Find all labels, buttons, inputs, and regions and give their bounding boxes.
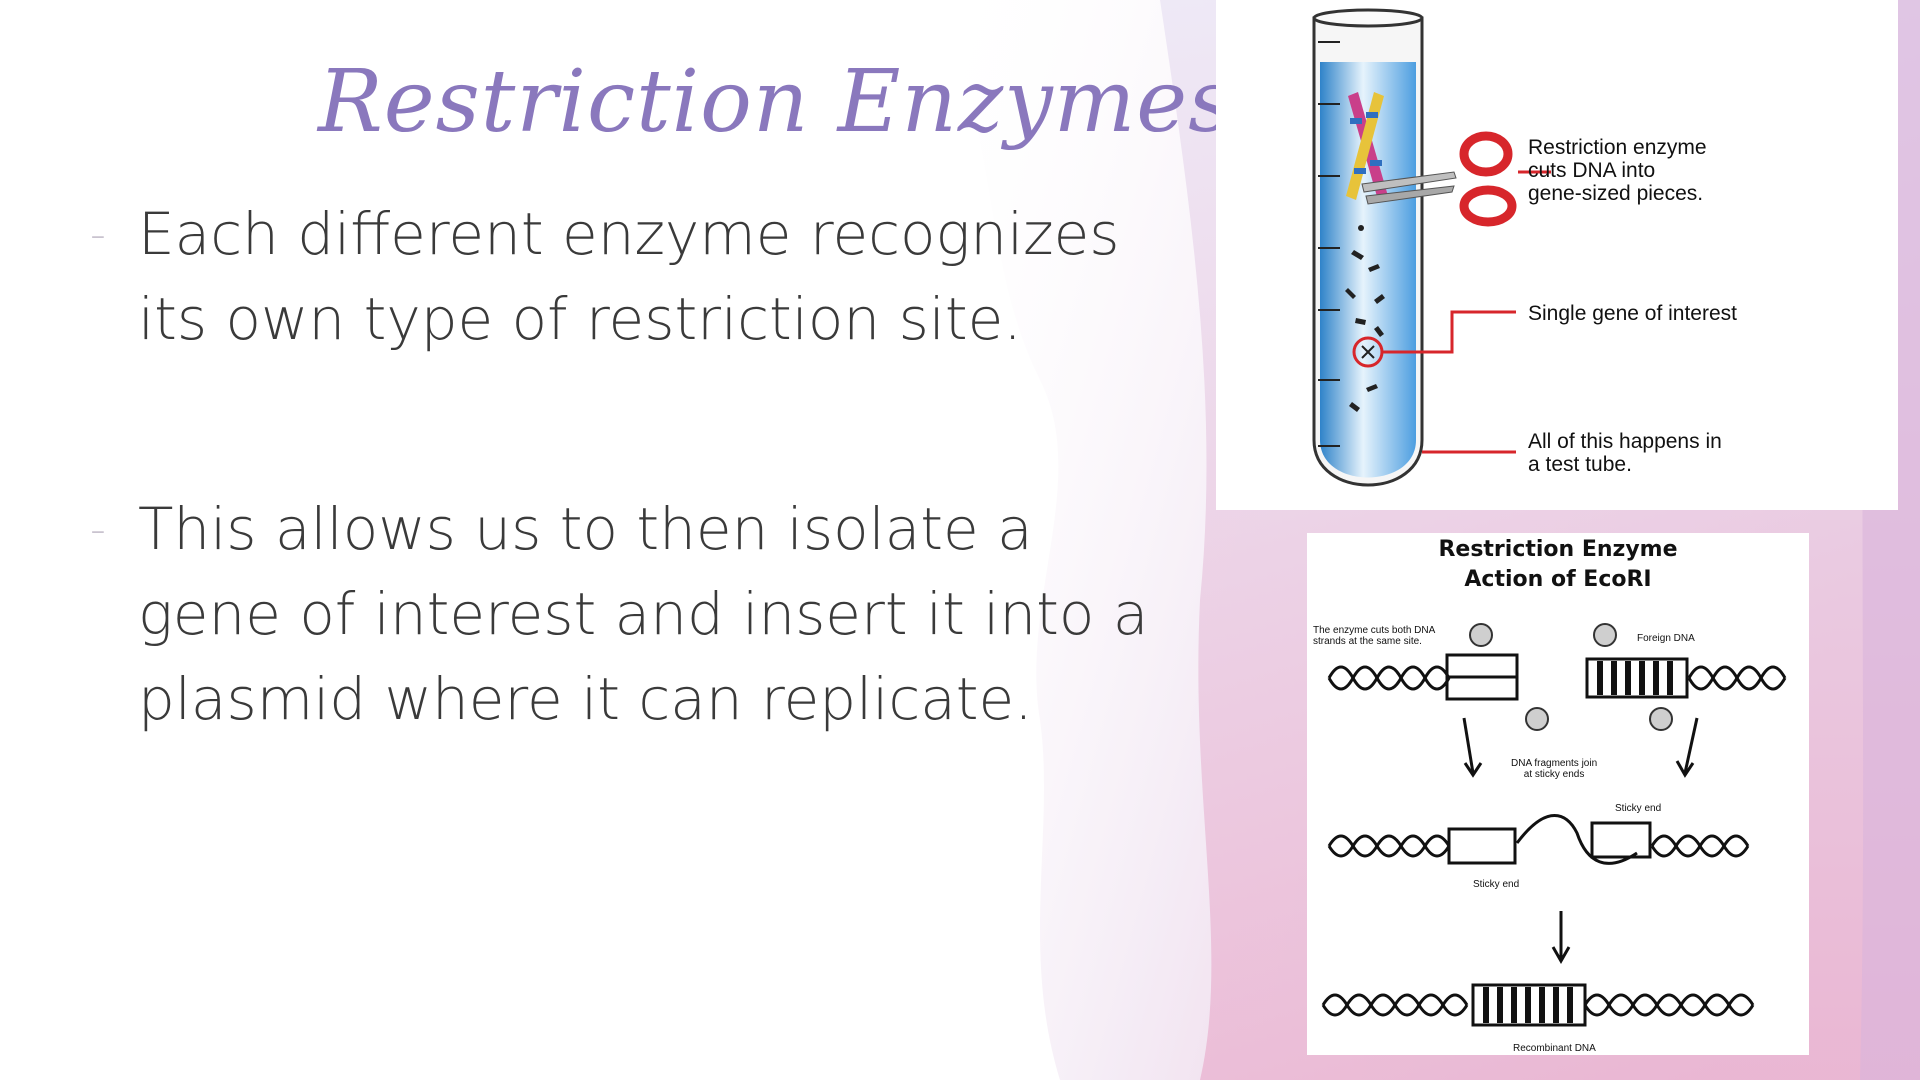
ecori-title-line2: Action of EcoRI xyxy=(1464,567,1652,592)
bullet-marker: - xyxy=(90,209,106,260)
label-gene: Single gene of interest xyxy=(1528,302,1737,325)
test-tube-figure: Restriction enzyme cuts DNA into gene-si… xyxy=(1216,0,1898,510)
ecori-illustration xyxy=(1321,623,1787,1027)
ecori-title-line1: Restriction Enzyme xyxy=(1438,537,1678,562)
enzyme-icon xyxy=(1469,623,1673,731)
test-tube-illustration xyxy=(1312,8,1551,487)
dna-fragments-icon xyxy=(1345,225,1385,412)
note-recombinant: Recombinant DNA xyxy=(1513,1043,1596,1054)
note-sticky-bottom: Sticky end xyxy=(1473,879,1520,890)
bullet-text: Each different enzyme recognizes its own… xyxy=(138,200,1120,353)
bullet-text: This allows us to then isolate a gene of… xyxy=(138,495,1149,733)
label-tube: All of this happens in a test tube. xyxy=(1528,430,1722,476)
bullet-item: - This allows us to then isolate a gene … xyxy=(90,487,1190,742)
bullet-item: - Each different enzyme recognizes its o… xyxy=(90,192,1190,362)
note-join: DNA fragments join at sticky ends xyxy=(1511,758,1598,780)
slide-title: Restriction Enzymes xyxy=(318,52,1234,152)
note-cut: The enzyme cuts both DNA strands at the … xyxy=(1313,625,1436,647)
ecori-figure: Restriction Enzyme Action of EcoRI xyxy=(1307,533,1809,1055)
bullet-marker: - xyxy=(90,504,106,555)
bullet-list: - Each different enzyme recognizes its o… xyxy=(90,192,1190,742)
note-sticky-top: Sticky end xyxy=(1615,803,1662,814)
label-cut: Restriction enzyme cuts DNA into gene-si… xyxy=(1528,136,1707,205)
chromosome-icon xyxy=(1346,92,1388,200)
scissors-icon xyxy=(1361,131,1517,227)
note-foreign: Foreign DNA xyxy=(1637,633,1695,644)
